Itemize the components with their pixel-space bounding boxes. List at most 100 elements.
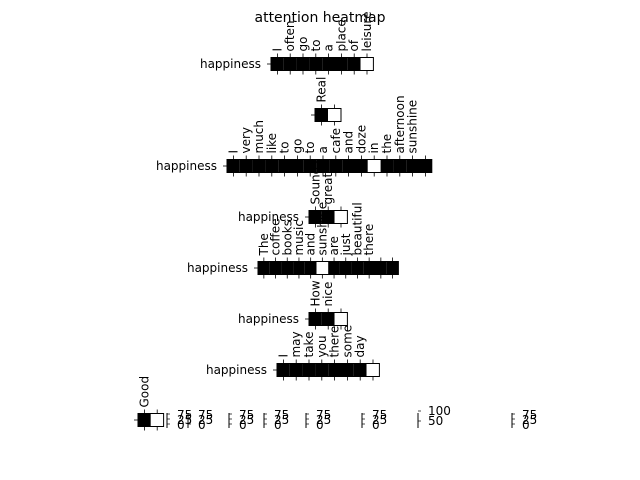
heatmap-cell: [322, 57, 335, 71]
token-label: you: [315, 335, 329, 357]
heatmap-cell: [351, 261, 364, 275]
row-label: happiness: [187, 261, 248, 275]
token-label: coffee: [269, 219, 283, 256]
heatmap-cell: [291, 159, 304, 173]
token-label: cafe: [329, 128, 343, 154]
heatmap-cell: [302, 363, 316, 377]
heatmap-cell: [355, 159, 368, 173]
colorbar-tick-label: 75: [316, 408, 331, 422]
heatmap-cell: [339, 261, 352, 275]
token-label: of: [347, 39, 361, 51]
colorbar-tick-label: 25: [522, 413, 537, 427]
heatmap-cell: [341, 363, 354, 377]
colorbar-tick-label: 25: [372, 413, 387, 427]
heatmap-cell: [252, 159, 266, 173]
token-label: the: [380, 134, 394, 154]
token-label: like: [265, 133, 279, 154]
heatmap-cell: [150, 413, 164, 427]
heatmap-cell: [335, 57, 348, 71]
heatmap-cell: [283, 57, 297, 71]
token-label: I: [226, 150, 240, 154]
token-label: books: [280, 220, 294, 256]
heatmap-cell: [269, 261, 282, 275]
token-label: and: [342, 131, 356, 154]
token-label: just: [339, 233, 353, 256]
token-label: sunshine: [406, 100, 420, 154]
heatmap-cell: [342, 159, 355, 173]
colorbar-tick-label: 25: [316, 413, 331, 427]
token-label: I: [270, 48, 284, 52]
token-label: beautiful: [350, 202, 364, 255]
heatmap-row: Real: [311, 77, 342, 126]
heatmap-rows: IoftengotoaplaceofleisurehappinessRealIv…: [134, 12, 433, 431]
colorbar-tick-label: 75: [274, 408, 289, 422]
colorbar-tick-label: 25: [239, 413, 254, 427]
heatmap-cell: [393, 159, 407, 173]
heatmap-cell: [296, 57, 310, 71]
heatmap-cell: [258, 261, 270, 275]
token-label: are: [327, 236, 341, 255]
heatmap-cell: [304, 261, 317, 275]
heatmap-cell: [239, 159, 253, 173]
heatmap-cell: [265, 159, 279, 173]
token-label: take: [302, 332, 316, 358]
heatmap-cell: [406, 159, 419, 173]
heatmap-cell: [419, 159, 432, 173]
heatmap-cell: [281, 261, 294, 275]
token-label: a: [316, 146, 330, 153]
heatmap-cell: [278, 159, 291, 173]
heatmap-cell: [328, 261, 340, 275]
heatmap-cell: [271, 57, 284, 71]
heatmap-cell: [315, 108, 328, 122]
token-label: to: [278, 141, 292, 153]
colorbar-tick-label: 75: [198, 408, 213, 422]
colorbar-tick-label: 0: [372, 418, 380, 432]
heatmap-cell: [309, 57, 323, 71]
row-label: happiness: [200, 57, 261, 71]
colorbar-tick-label: 0: [274, 418, 282, 432]
colorbar-tick-label: 0: [239, 418, 247, 432]
heatmap-cell: [277, 363, 290, 377]
colorbar-tick-label: 50: [428, 414, 443, 428]
row-label: happiness: [206, 363, 267, 377]
heatmap-cell: [321, 210, 335, 224]
heatmap-cell: [303, 159, 317, 173]
token-label: The: [257, 233, 271, 256]
token-label: place: [334, 19, 348, 51]
token-label: to: [303, 141, 317, 153]
heatmap-cell: [363, 261, 375, 275]
colorbar-tick-label: 0: [522, 418, 530, 432]
heatmap-cell: [293, 261, 305, 275]
heatmap-cell: [334, 312, 348, 326]
token-label: day: [353, 335, 367, 357]
token-label: leisure: [360, 12, 374, 52]
token-label: Sounds: [308, 160, 322, 204]
token-label: some: [340, 325, 354, 358]
heatmap-cell: [227, 159, 240, 173]
heatmap-cell: [380, 159, 394, 173]
heatmap-row: Iverymuchliketogotoacafeanddozeintheafte…: [156, 95, 433, 177]
token-label: there: [328, 326, 342, 358]
heatmap-cell: [316, 159, 330, 173]
heatmap-cell: [309, 210, 322, 224]
token-label: often: [283, 20, 297, 51]
heatmap-cell: [321, 312, 335, 326]
colorbar-tick-label: 75: [372, 408, 387, 422]
heatmap-row: Thecoffeebooksmusicandsunshinearejustbea…: [187, 202, 399, 279]
heatmap-cell: [367, 159, 381, 173]
token-label: Real: [315, 77, 329, 103]
token-label: very: [239, 127, 253, 154]
token-label: afternoon: [393, 95, 407, 153]
heatmap-cell: [386, 261, 399, 275]
heatmap-cell: [328, 363, 341, 377]
